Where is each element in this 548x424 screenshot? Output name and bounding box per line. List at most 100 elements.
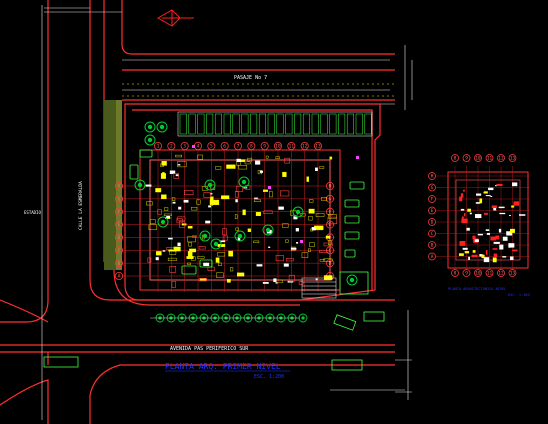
fixture [148, 224, 157, 230]
fixture [239, 159, 246, 163]
detail-bubble-bottom-9: 9 [462, 269, 471, 277]
fixture [308, 248, 311, 253]
svg-text:11: 11 [289, 144, 295, 150]
grid-bubble-col-9: 9 [260, 141, 269, 150]
grid-bubble-row-right-F: F [325, 207, 334, 216]
detail-fixture [490, 236, 496, 241]
svg-text:12: 12 [498, 271, 504, 277]
svg-text:12: 12 [498, 156, 504, 162]
fixture [308, 208, 315, 214]
fixture-white [296, 241, 299, 244]
detail-fixture [484, 212, 488, 215]
fixture [282, 223, 289, 228]
grid-bubble-col-10: 10 [273, 141, 282, 150]
svg-text:13: 13 [510, 156, 516, 162]
svg-text:D: D [118, 235, 121, 241]
fixture [309, 199, 314, 203]
fixture [247, 157, 253, 162]
fixture-white [237, 237, 241, 241]
detail-fixture [474, 239, 479, 242]
tree [210, 238, 222, 250]
fixture [308, 215, 313, 221]
detail-scale: ESC. 1:100 [508, 293, 530, 297]
fixture [237, 272, 245, 277]
fixture [306, 176, 309, 182]
detail-bubble-top-11: 11 [485, 154, 494, 162]
room-partition [192, 235, 197, 238]
room-partition [263, 210, 273, 214]
tree [134, 179, 146, 191]
detail-fixture [471, 254, 478, 258]
svg-text:11: 11 [487, 271, 493, 277]
room-partition [288, 274, 295, 282]
fixture-white [205, 220, 211, 224]
svg-text:B: B [118, 261, 121, 267]
svg-text:B: B [329, 261, 332, 267]
svg-text:H: H [431, 174, 434, 180]
svg-text:F: F [329, 209, 332, 215]
fixture [321, 197, 327, 201]
svg-text:H: H [329, 184, 332, 190]
room-partition [173, 172, 179, 179]
fixture-white [169, 170, 176, 174]
fixture [217, 252, 226, 257]
north-arrow-icon [156, 9, 194, 27]
room-partition [169, 266, 177, 273]
parking-stall [188, 113, 196, 135]
detail-fixture [518, 214, 526, 216]
room-partition [147, 257, 152, 263]
fixture [328, 214, 337, 219]
grid-bubble-row-right-G: G [325, 194, 334, 203]
left-small-label: ESTADIO [24, 210, 41, 215]
tree [199, 230, 211, 242]
parking-stall [302, 113, 310, 135]
parking-stall [206, 113, 214, 135]
room-partition [285, 258, 294, 262]
detail-fixture [459, 241, 463, 245]
detail-fixture [485, 195, 491, 197]
detail-bubble-top-8: 8 [451, 154, 459, 162]
fixture [177, 161, 187, 168]
fixture [215, 166, 222, 170]
passage-label: PASAJE No 7 [234, 75, 267, 81]
svg-text:9: 9 [465, 271, 468, 277]
svg-text:11: 11 [487, 156, 493, 162]
fixture [319, 166, 325, 169]
fixture-white [235, 199, 238, 203]
grid-bubble-col-2: 2 [167, 141, 176, 150]
fixture [187, 225, 193, 229]
fixture [265, 155, 269, 159]
detail-bubble-top-9: 9 [462, 154, 471, 162]
detail-fixture-yellow [492, 257, 497, 263]
detail-fixture [509, 214, 511, 217]
detail-fixture [496, 183, 503, 186]
detail-bubble-row-E: E [428, 206, 436, 215]
parking-stall [355, 113, 363, 135]
fixture [172, 197, 176, 201]
fixture [167, 257, 177, 261]
parking-stall [285, 113, 293, 135]
fixture [162, 172, 165, 178]
car [181, 265, 197, 275]
room-partition [166, 247, 175, 250]
svg-text:H: H [118, 184, 121, 190]
detail-bubble-bottom-11: 11 [485, 269, 494, 277]
fixture [254, 199, 261, 202]
car [344, 231, 360, 240]
tree [144, 134, 156, 146]
detail-fixture [461, 216, 464, 219]
fixture [187, 262, 191, 265]
detail-fixture [506, 231, 513, 236]
detail-fixture [513, 201, 520, 206]
svg-text:8: 8 [250, 144, 253, 150]
structural-grid: 12345678910111213HHGGFFEEDDCCBBAA [115, 141, 335, 292]
detail-fixture [462, 247, 468, 250]
room-partition [298, 281, 304, 285]
roads [0, 0, 395, 424]
room-partition [177, 216, 186, 221]
tree [234, 230, 246, 242]
detail-fixture [468, 256, 471, 260]
detail-fixture [488, 187, 494, 191]
parking-stall [276, 113, 284, 135]
detail-bubble-top-10: 10 [474, 154, 482, 162]
